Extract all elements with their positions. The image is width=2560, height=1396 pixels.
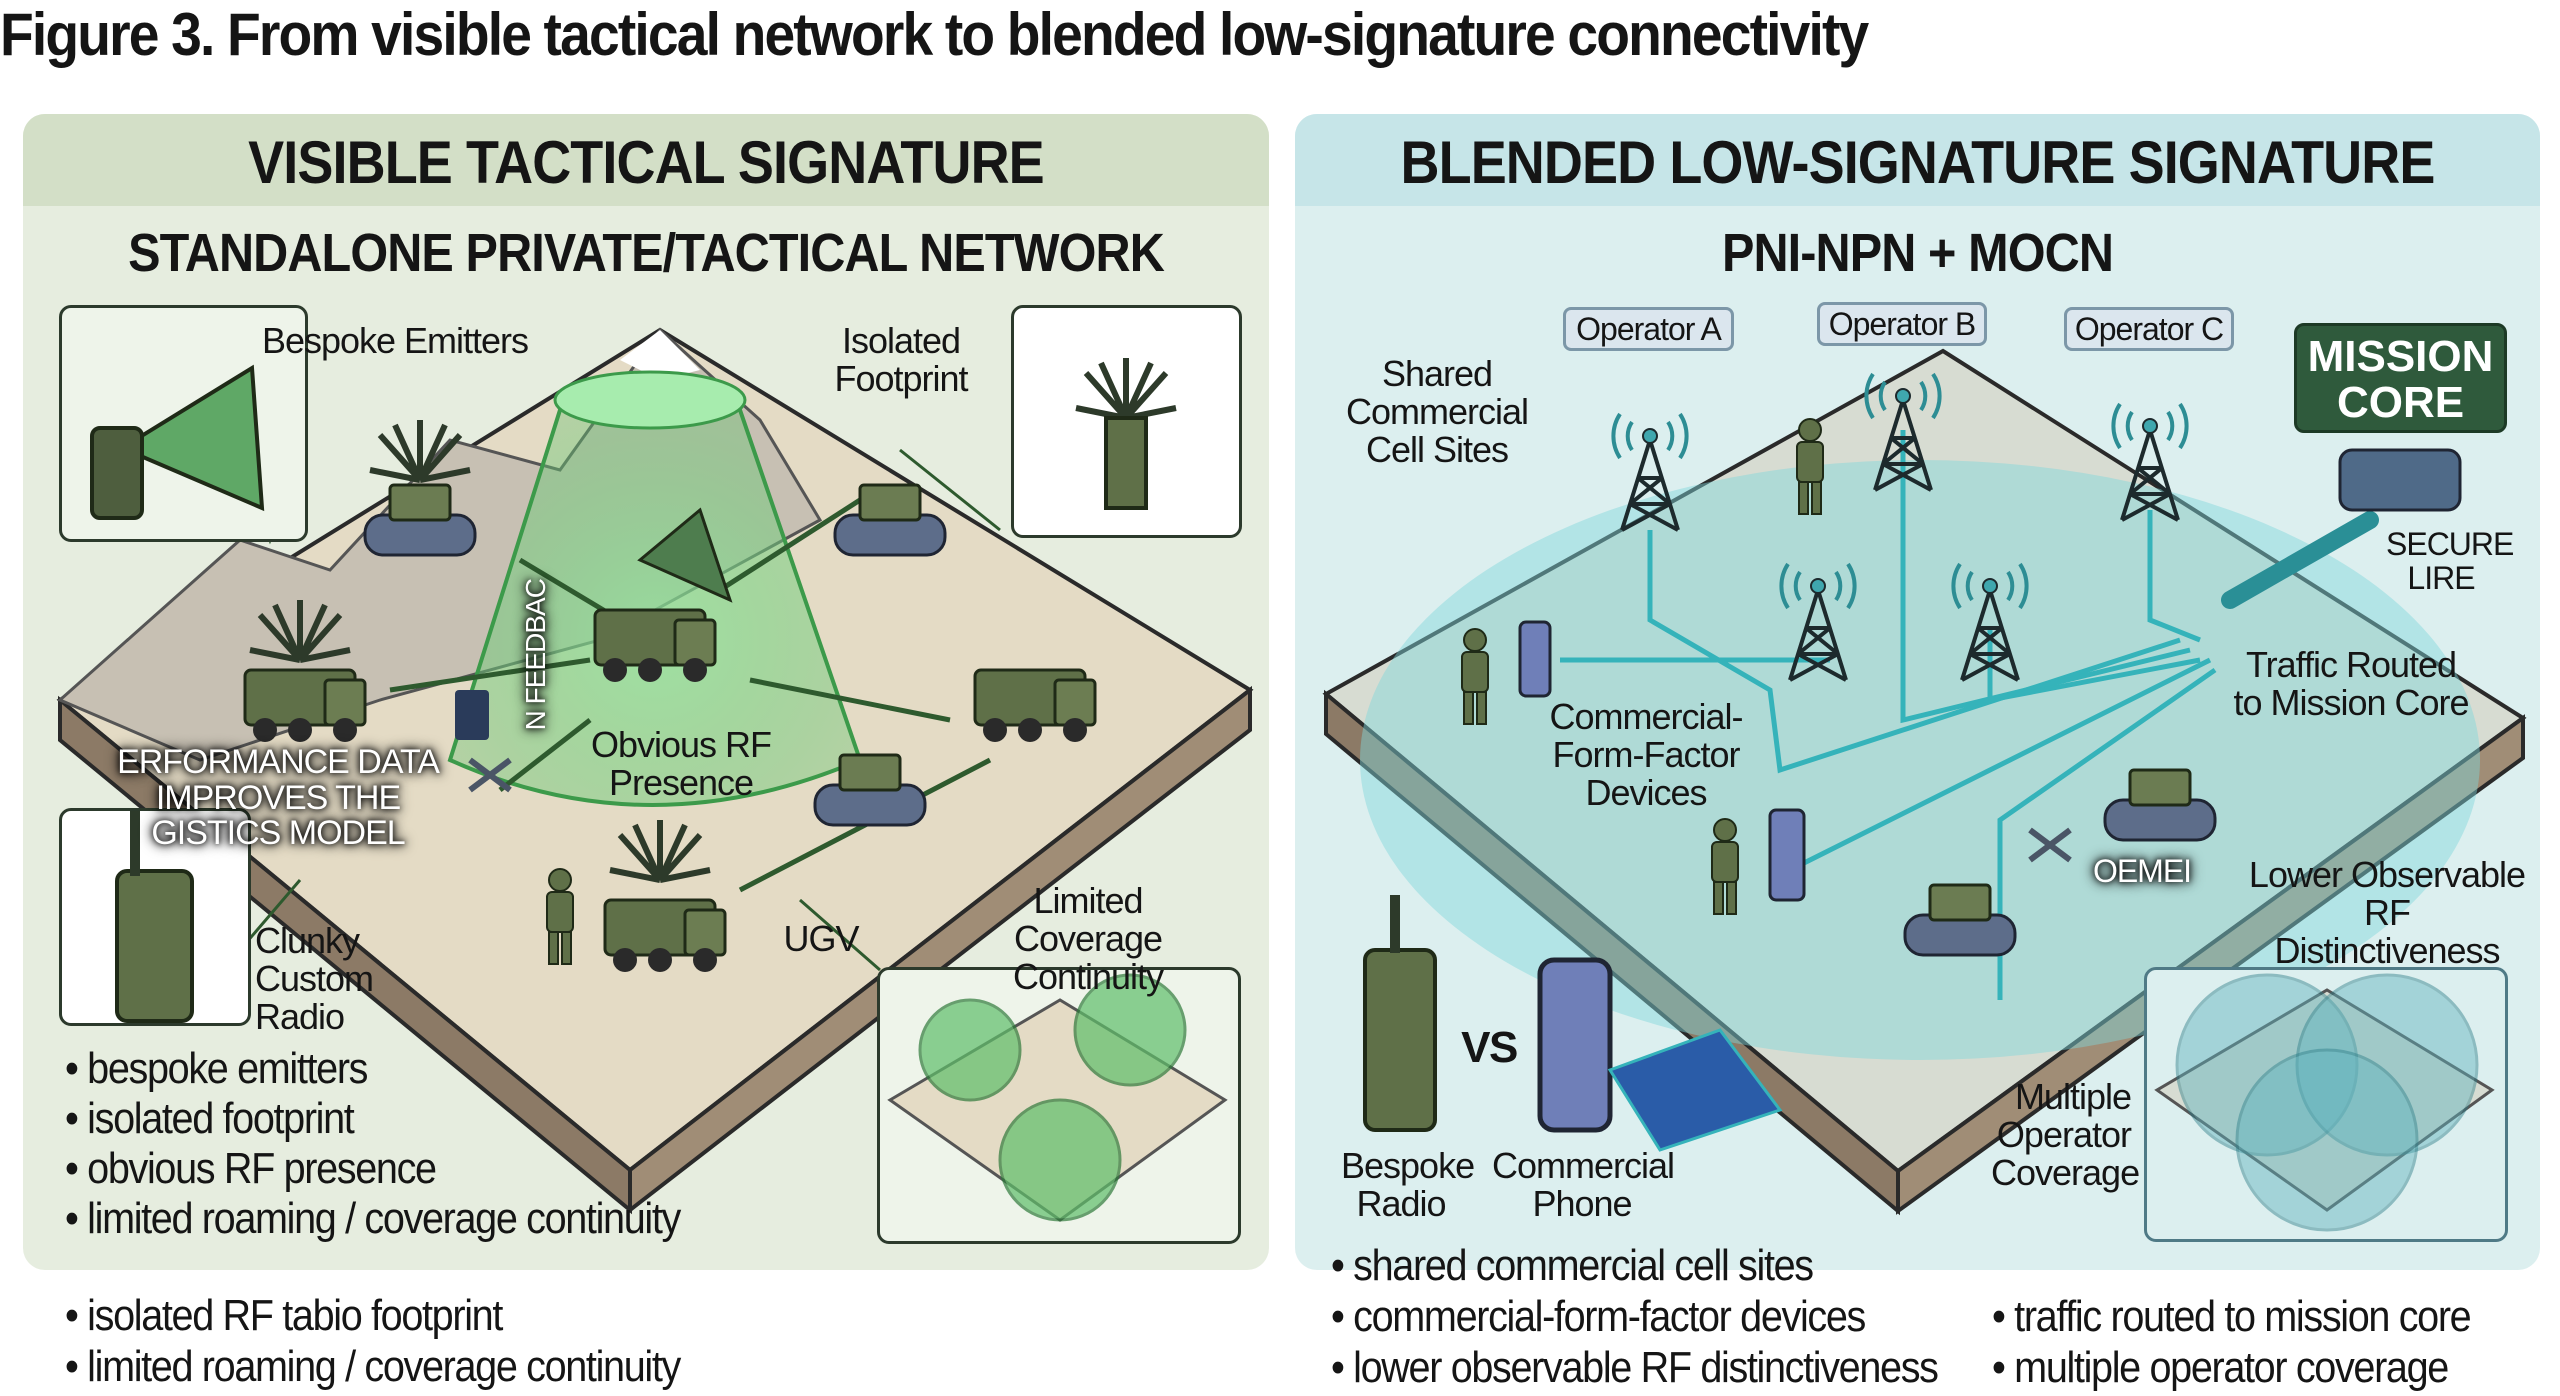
- right-footer-bullets-col1: • shared commercial cell sites • commerc…: [1331, 1240, 1939, 1393]
- phone-icon: [1768, 808, 1806, 902]
- label-isolated-footprint: Isolated Footprint: [834, 320, 968, 399]
- bullet: • multiple operator coverage: [1992, 1343, 2449, 1392]
- label-commercial-phone: Commercial Phone: [1492, 1145, 1675, 1224]
- phone-icon: [1518, 620, 1552, 698]
- mission-core-server-icon: [2338, 448, 2462, 512]
- bullet: • commercial-form-factor devices: [1331, 1292, 1866, 1341]
- left-bullets: • bespoke emitters • isolated footprint …: [65, 1044, 681, 1244]
- feedback-tablet-icon: [455, 690, 489, 740]
- bullet: • limited roaming / coverage continuity: [65, 1194, 681, 1243]
- left-footer-bullets: • isolated RF tabio footprint • limited …: [65, 1290, 681, 1392]
- label-traffic-routed: Traffic Routed to Mission Core: [2233, 644, 2469, 723]
- bullet: • limited roaming / coverage continuity: [65, 1342, 681, 1391]
- label-obvious-rf-presence: Obvious RF Presence: [590, 724, 772, 803]
- radio-icon: [115, 806, 194, 1023]
- drone-icon: [468, 757, 512, 793]
- emitter-truck: [593, 608, 717, 684]
- bullet: • isolated footprint: [65, 1094, 355, 1143]
- bullet: • traffic routed to mission core: [1992, 1292, 2472, 1341]
- operator-b-badge: Operator B: [1817, 302, 1987, 346]
- right-panel-subheader: PNI-NPN + MOCN: [1721, 223, 2114, 283]
- horn-emitter-icon: [637, 507, 733, 603]
- label-lower-observable: Lower Observable RF Distinctiveness: [2248, 854, 2526, 971]
- coverage-islands: [887, 973, 1228, 1222]
- right-panel-header: BLENDED LOW-SIGNATURE SIGNATURE: [1400, 129, 2436, 196]
- commercial-phone-icon: [1537, 957, 1613, 1133]
- label-cff-devices: Commercial- Form-Factor Devices: [1549, 696, 1743, 813]
- right-header-band: [1295, 114, 2540, 206]
- label-secure-link: SECURE LIRE: [2386, 526, 2514, 596]
- left-panel-header: VISIBLE TACTICAL SIGNATURE: [248, 129, 1045, 196]
- label-shared-cell-sites: Shared Commercial Cell Sites: [1345, 353, 1529, 470]
- bullet: • shared commercial cell sites: [1331, 1241, 1814, 1290]
- secure-link-pipe: [2221, 511, 2379, 609]
- bullet: • lower observable RF distinctiveness: [1331, 1343, 1939, 1392]
- label-ugv: UGV: [783, 918, 859, 959]
- overlapping-coverage: [2154, 973, 2495, 1232]
- operator-a-badge: Operator A: [1563, 307, 1734, 351]
- bespoke-emitter-inset: [59, 305, 308, 542]
- horn-emitter-icon: [90, 364, 265, 520]
- left-panel-subheader: STANDALONE PRIVATE/TACTICAL NETWORK: [128, 223, 1165, 283]
- figure-title: Figure 3. From visible tactical network …: [0, 1, 1869, 68]
- mission-core-box: MISSION CORE: [2294, 323, 2507, 433]
- map-tablet-icon: [1607, 1028, 1783, 1152]
- rf-presence-cone: [447, 370, 863, 807]
- limited-coverage-inset: [877, 967, 1241, 1244]
- clunky-radio-inset: [59, 806, 251, 1026]
- bullet: • bespoke emitters: [65, 1044, 368, 1093]
- label-clunky-custom-radio: Clunky Custom Radio: [255, 920, 374, 1037]
- label-bespoke-radio: Bespoke Radio: [1341, 1145, 1475, 1224]
- bullet: • obvious RF presence: [65, 1144, 437, 1193]
- drone-icon: [2028, 827, 2072, 863]
- overlay-feedback: N FEEDBAC: [519, 579, 551, 731]
- label-multiple-operator: Multiple Operator Coverage: [1991, 1076, 2140, 1193]
- left-header-band: [23, 114, 1269, 206]
- overlay-performance-data: ERFORMANCE DATA IMPROVES THE GISTICS MOD…: [117, 743, 440, 853]
- operator-c-badge: Operator C: [2064, 307, 2234, 351]
- right-footer-bullets-col2: • traffic routed to mission core • multi…: [1992, 1291, 2472, 1393]
- antenna-tower-icon: [1014, 308, 1239, 510]
- bespoke-radio-icon: [1363, 948, 1437, 1132]
- label-vs: VS: [1461, 1023, 1518, 1072]
- bullet: • isolated RF tabio footprint: [65, 1291, 503, 1340]
- label-bespoke-emitters: Bespoke Emitters: [261, 320, 529, 361]
- label-oemei: OEMEI: [2092, 853, 2192, 889]
- multiple-operator-inset: [2144, 967, 2508, 1242]
- label-limited-coverage: Limited Coverage Continuity: [1012, 880, 1164, 997]
- isolated-footprint-inset: [1011, 305, 1242, 538]
